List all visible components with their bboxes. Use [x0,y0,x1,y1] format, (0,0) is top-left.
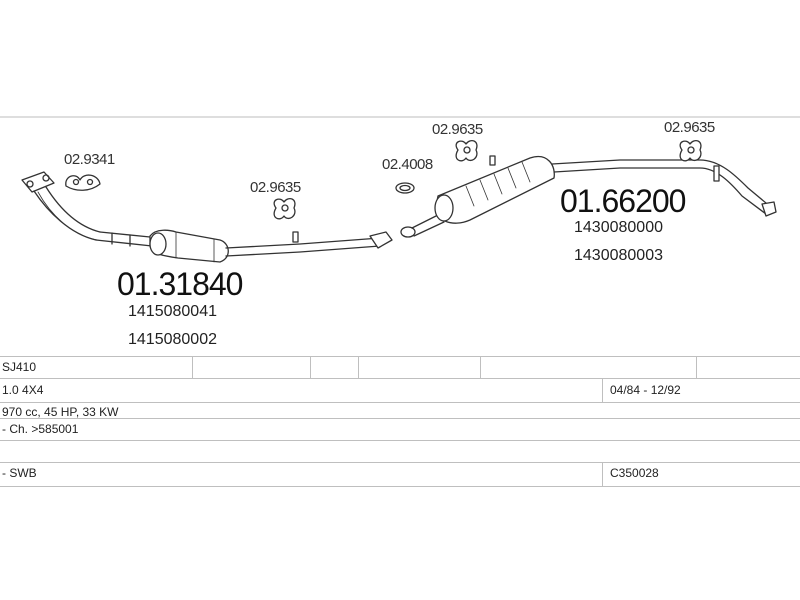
front-silencer-number: 01.31840 [117,266,243,302]
period-cell: 04/84 - 12/92 [610,383,681,397]
hanger-icon [679,139,702,162]
rear-silencer-number: 01.66200 [560,183,686,219]
front-pipe [21,171,101,241]
model-cell: SJ410 [2,360,37,374]
engine-cell: 1.0 4X4 [2,383,44,397]
divider [0,356,800,357]
hanger-icon [455,139,478,162]
part-label-hanger-rear-1: 02.9635 [432,121,483,138]
divider [0,486,800,487]
rear-silencer-oem-1: 1430080000 [574,219,663,236]
part-label-gasket: 02.9341 [64,151,115,168]
part-label-ring: 02.4008 [382,156,433,173]
divider [0,440,800,441]
hanger-icon [65,174,101,191]
ring-icon [395,182,415,194]
rear-silencer [400,155,777,238]
divider [602,378,603,402]
front-silencer-oem-1: 1415080041 [128,303,217,320]
variant-cell: - SWB [2,466,37,480]
divider [0,402,800,403]
divider [192,356,193,378]
exhaust-system-diagram [0,116,800,263]
divider [696,356,697,378]
code-cell: C350028 [610,466,659,480]
front-silencer [95,229,393,263]
chassis-cell: - Ch. >585001 [2,422,79,436]
divider [0,462,800,463]
rear-silencer-oem-2: 1430080003 [574,247,663,264]
divider [0,418,800,419]
front-silencer-oem-2: 1415080002 [128,331,217,348]
divider [602,462,603,486]
divider [310,356,311,378]
part-label-hanger-front: 02.9635 [250,179,301,196]
divider [480,356,481,378]
divider [358,356,359,378]
hanger-icon [273,197,296,220]
part-label-hanger-rear-2: 02.9635 [664,119,715,136]
divider [0,378,800,379]
power-cell: 970 cc, 45 HP, 33 KW [2,405,119,419]
